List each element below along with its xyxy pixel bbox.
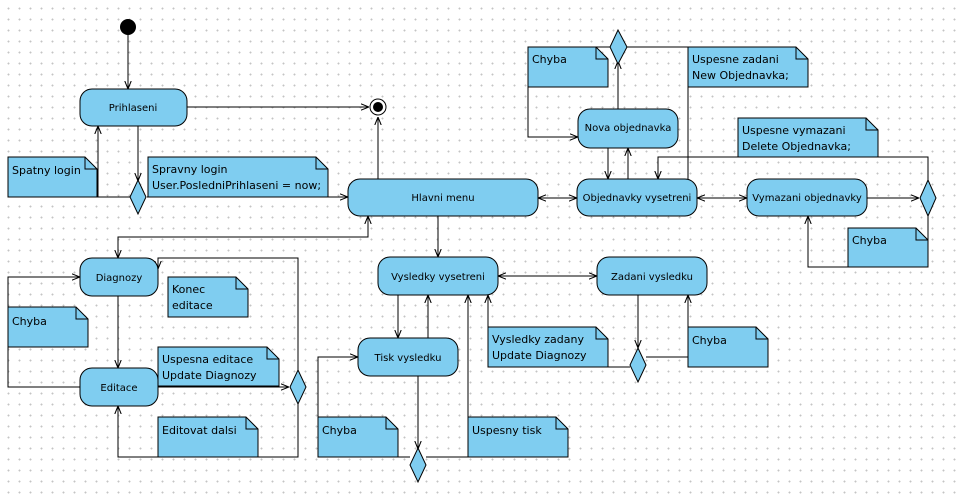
note-uspesna-editace: Uspesna editace Update Diagnozy (157, 346, 280, 387)
state-zadani-vysledku: Zadani vysledku (596, 256, 708, 296)
note-chyba-nova-objednavka: Chyba (527, 46, 609, 88)
note-line: editace (172, 299, 213, 312)
note-konec-editace: Konec editace (167, 276, 249, 318)
note-line: Delete Objednavka; (742, 140, 851, 153)
initial-node (120, 19, 136, 35)
edge-decision-to-zadani-chyba (646, 295, 688, 358)
note-editovat-dalsi: Editovat dalsi (157, 416, 259, 458)
decision-nova-objednavka (609, 28, 628, 66)
note-line: Chyba (692, 334, 727, 347)
note-line: Konec (172, 283, 205, 296)
note-line: New Objednavka; (692, 69, 789, 82)
state-editace: Editace (79, 367, 159, 407)
note-line: Vysledky zadany (492, 333, 584, 346)
note-chyba-vymazani: Chyba (847, 227, 929, 268)
note-chyba-diagnozy: Chyba (7, 306, 89, 348)
state-label: Vysledky vysetreni (391, 272, 485, 283)
note-line: Spatny login (12, 164, 81, 177)
state-label: Zadani vysledku (611, 272, 693, 283)
note-line: Uspesny tisk (472, 424, 542, 437)
note-line: Chyba (532, 53, 567, 66)
state-label: Hlavni menu (411, 193, 474, 204)
state-label: Tisk vysledku (374, 353, 442, 364)
state-label: Diagnozy (96, 273, 143, 284)
note-line: Update Diagnozy (492, 349, 587, 362)
note-line: Chyba (322, 424, 357, 437)
note-uspesny-tisk: Uspesny tisk (467, 416, 569, 458)
note-spravny-login: Spravny login User.PosledniPrihlaseni = … (147, 156, 329, 198)
state-label: Prihlaseni (109, 103, 157, 114)
edge-hlavni-menu-diagnozy (118, 216, 368, 258)
note-line: Uspesne zadani (692, 53, 779, 66)
state-nova-objednavka: Nova objednavka (577, 108, 679, 149)
note-line: Uspesna editace (162, 353, 253, 366)
note-uspesne-zadani: Uspesne zadani New Objednavka; (687, 46, 809, 88)
state-label: Nova objednavka (585, 123, 672, 134)
final-node (369, 98, 387, 116)
note-vysledky-zadany: Vysledky zadany Update Diagnozy (487, 326, 609, 368)
edge-decision-to-diagnozy-konec (158, 257, 299, 378)
edge-decision-to-prihlaseni (98, 126, 130, 198)
note-line: Uspesne vymazani (742, 124, 846, 137)
state-diagnozy: Diagnozy (79, 257, 159, 297)
state-label: Editace (100, 383, 137, 394)
note-chyba-zadani: Chyba (687, 326, 769, 368)
state-vysledky-vysetreni: Vysledky vysetreni (377, 256, 499, 296)
state-label: Objednavky vysetreni (583, 193, 692, 204)
state-tisk-vysledku: Tisk vysledku (357, 337, 459, 377)
note-line: Editovat dalsi (162, 424, 237, 437)
decision-login (129, 178, 147, 216)
note-line: Chyba (12, 315, 47, 328)
note-chyba-tisk: Chyba (317, 416, 399, 458)
note-spatny-login: Spatny login (7, 156, 98, 198)
note-uspesne-vymazani: Uspesne vymazani Delete Objednavka; (737, 117, 879, 158)
state-hlavni-menu: Hlavni menu (347, 178, 539, 217)
decision-vymazani (919, 178, 937, 218)
state-vymazani-objednavky: Vymazani objednavky (746, 178, 868, 217)
state-label: Vymazani objednavky (752, 193, 862, 204)
note-line: User.PosledniPrihlaseni = now; (152, 179, 321, 192)
decision-zadani (629, 346, 647, 384)
note-line: Chyba (852, 234, 887, 247)
state-objednavky-vysetreni: Objednavky vysetreni (576, 178, 698, 217)
state-prihlaseni: Prihlaseni (79, 88, 188, 127)
decision-tisk (409, 446, 427, 484)
note-line: Update Diagnozy (162, 369, 257, 382)
decision-editace (289, 368, 307, 406)
note-line: Spravny login (152, 163, 228, 176)
